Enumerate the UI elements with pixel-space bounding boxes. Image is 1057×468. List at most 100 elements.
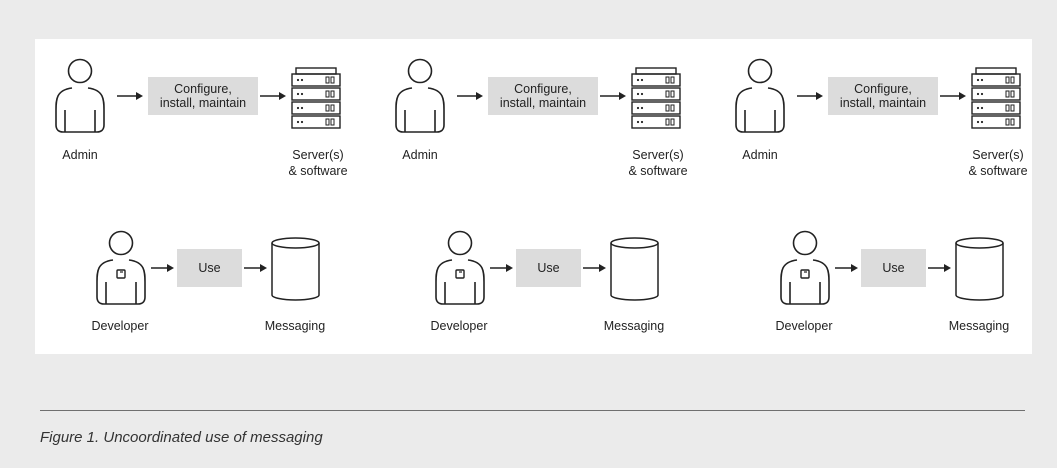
developer-arrow-icon xyxy=(151,264,174,272)
admin-person-icon xyxy=(395,58,445,133)
action-box-bg xyxy=(148,77,258,115)
server-icon xyxy=(631,67,681,129)
arrow-head xyxy=(136,92,143,100)
server-led xyxy=(980,120,984,124)
person-body xyxy=(780,259,830,305)
messaging-label: Messaging xyxy=(604,319,664,333)
arrow-head xyxy=(816,92,823,100)
server-arrow-icon xyxy=(260,92,286,100)
server-slot xyxy=(1005,76,1010,84)
action-label: Configure, xyxy=(854,82,912,96)
cylinder-body xyxy=(271,243,320,301)
server-unit xyxy=(971,73,1021,87)
server-top xyxy=(975,67,1017,75)
person-head xyxy=(407,58,433,84)
admin-arrow-icon xyxy=(797,92,823,100)
server-slot xyxy=(1005,118,1010,126)
cylinder-top xyxy=(955,237,1004,249)
server-led xyxy=(636,78,640,82)
server-label: Server(s) xyxy=(972,148,1023,162)
server-slot xyxy=(670,104,675,112)
action-box-bg xyxy=(861,249,926,287)
person-body xyxy=(395,87,445,133)
admin-person-icon xyxy=(735,58,785,133)
action-label: Configure, xyxy=(174,82,232,96)
server-sublabel: & software xyxy=(628,164,687,178)
server-slot xyxy=(1010,104,1015,112)
developer-label: Developer xyxy=(92,319,149,333)
messaging-store-icon xyxy=(271,237,320,301)
messaging-store-icon xyxy=(610,237,659,301)
messaging-arrow-icon xyxy=(244,264,267,272)
pocket-badge xyxy=(800,269,810,279)
cylinder-body xyxy=(955,243,1004,301)
server-label: Server(s) xyxy=(632,148,683,162)
server-led xyxy=(976,78,980,82)
action-label: Use xyxy=(198,261,220,275)
server-unit xyxy=(631,115,681,129)
server-led xyxy=(636,92,640,96)
action-box-bg xyxy=(177,249,242,287)
developer-label: Developer xyxy=(431,319,488,333)
server-label: Server(s) xyxy=(292,148,343,162)
server-unit xyxy=(631,101,681,115)
server-led xyxy=(980,92,984,96)
server-led xyxy=(296,78,300,82)
use-action-box: Use xyxy=(861,249,926,287)
server-sublabel: & software xyxy=(968,164,1027,178)
admin-label: Admin xyxy=(62,148,97,162)
server-led xyxy=(640,78,644,82)
server-led xyxy=(296,120,300,124)
server-led xyxy=(976,120,980,124)
messaging-label: Messaging xyxy=(265,319,325,333)
arrow-head xyxy=(260,264,267,272)
server-led xyxy=(640,92,644,96)
server-slot xyxy=(325,76,330,84)
cylinder-top xyxy=(610,237,659,249)
developer-person-icon xyxy=(435,230,485,305)
server-led xyxy=(980,78,984,82)
configure-action-box: Configure,install, maintain xyxy=(828,77,938,115)
admin-arrow-icon xyxy=(457,92,483,100)
admin-row: Admin Configure,install, maintainServer(s… xyxy=(55,58,348,178)
server-arrow-icon xyxy=(940,92,966,100)
server-led xyxy=(636,106,640,110)
cylinder-top xyxy=(271,237,320,249)
server-slot xyxy=(330,76,335,84)
server-slot xyxy=(325,118,330,126)
server-unit xyxy=(291,87,341,101)
arrow-head xyxy=(959,92,966,100)
arrow-head xyxy=(619,92,626,100)
server-slot xyxy=(1010,118,1015,126)
server-slot xyxy=(665,104,670,112)
developer-person-icon xyxy=(96,230,146,305)
server-arrow-icon xyxy=(600,92,626,100)
use-action-box: Use xyxy=(516,249,581,287)
server-led xyxy=(976,92,980,96)
server-slot xyxy=(670,76,675,84)
server-slot xyxy=(1005,104,1010,112)
server-slot xyxy=(330,118,335,126)
person-head xyxy=(108,230,134,256)
server-slot xyxy=(325,90,330,98)
action-box-bg xyxy=(828,77,938,115)
configure-action-box: Configure,install, maintain xyxy=(148,77,258,115)
server-slot xyxy=(325,104,330,112)
developer-label: Developer xyxy=(776,319,833,333)
server-icon xyxy=(971,67,1021,129)
server-led xyxy=(300,106,304,110)
person-head xyxy=(747,58,773,84)
figure-caption: Figure 1. Uncoordinated use of messaging xyxy=(40,429,323,446)
pocket-badge xyxy=(116,269,126,279)
server-unit xyxy=(971,115,1021,129)
server-led xyxy=(300,120,304,124)
server-slot xyxy=(665,76,670,84)
configure-action-box: Configure,install, maintain xyxy=(488,77,598,115)
messaging-label: Messaging xyxy=(949,319,1009,333)
arrow-head xyxy=(851,264,858,272)
